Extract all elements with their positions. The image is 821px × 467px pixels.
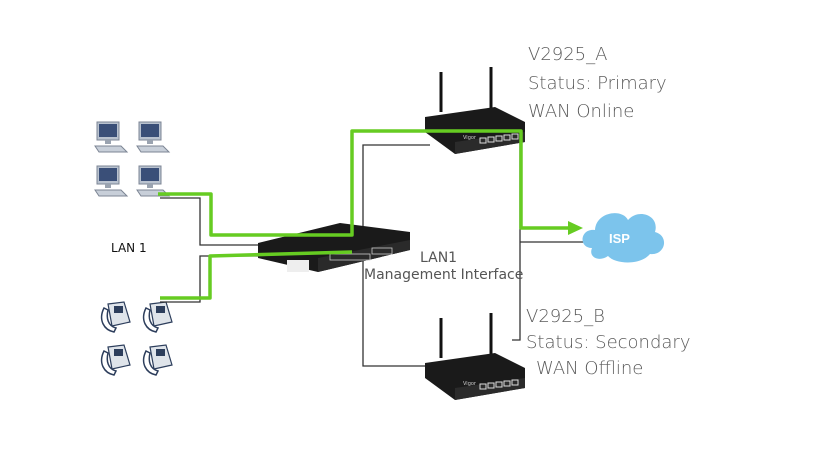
router-a-wan: WAN Online [528,101,635,122]
router-b-icon [423,311,527,402]
ip-phone-icon [100,344,131,376]
router-b-wan: WAN Offline [536,358,644,379]
active-path [158,129,583,300]
router-b-status: Status: Secondary [526,332,691,353]
switch [258,223,410,272]
computer-icon [94,121,128,153]
phone-group [100,301,173,376]
lan-label: LAN 1 [111,241,147,255]
router-a-name: V2925_A [528,44,608,65]
ip-phone-icon [142,344,173,376]
switch-label-line2: Management Interface [364,267,524,283]
computer-icon [136,121,170,153]
ip-phone-icon [100,301,131,333]
router-b-name: V2925_B [526,306,605,327]
ip-phone-icon [142,301,173,333]
computer-icon [136,165,170,197]
router-a-icon [423,65,527,156]
switch-label-line1: LAN1 [420,250,458,266]
computer-icon [94,165,128,197]
arrow-icon [568,221,583,235]
router-a-status: Status: Primary [528,73,667,94]
isp-label: ISP [609,231,630,246]
isp-cloud [582,213,665,263]
pc-group [94,121,170,197]
